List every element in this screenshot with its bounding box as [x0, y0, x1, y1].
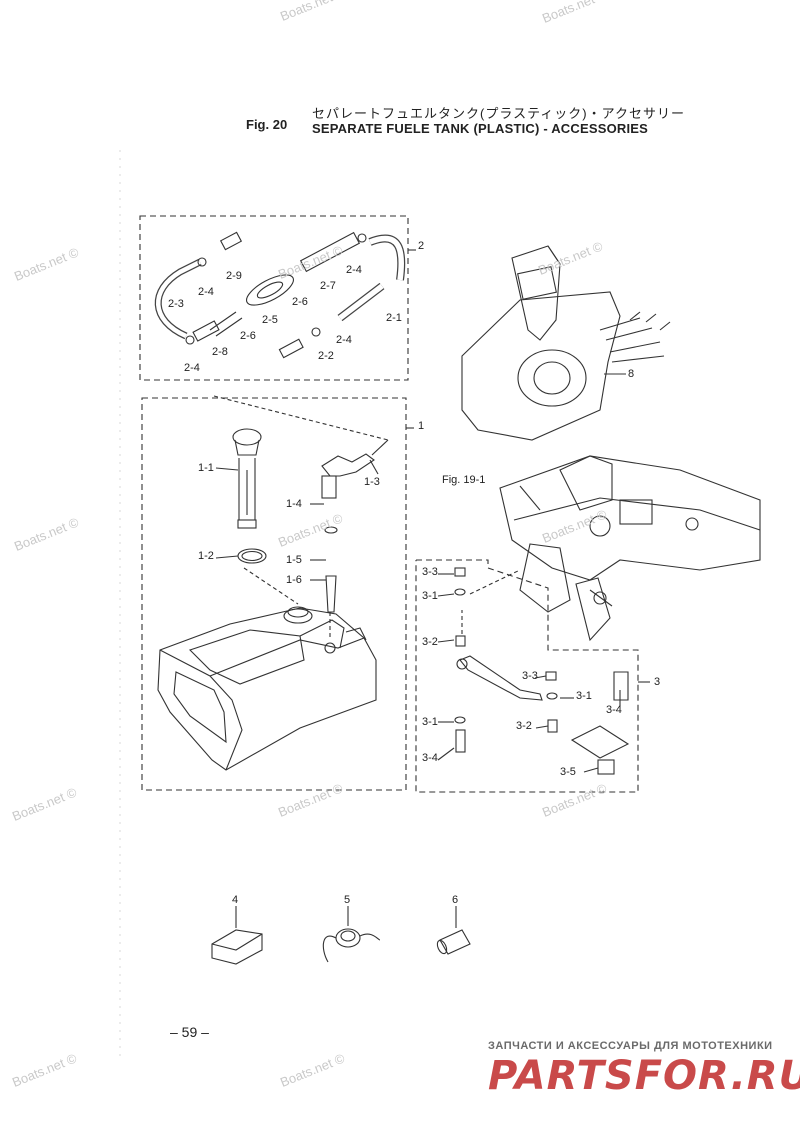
accessory-spring-clip	[322, 928, 381, 963]
callout-1-5: 1-5	[286, 554, 302, 566]
callout-3-4-b: 3-4	[422, 752, 438, 764]
fuel-line-group-box	[139, 215, 409, 381]
callout-6: 6	[452, 894, 459, 906]
callout-2-5: 2-5	[262, 314, 278, 326]
callout-8: 8	[628, 368, 635, 380]
fuel-hose-assembly	[154, 231, 406, 359]
callout-2-4-c: 2-4	[336, 334, 352, 346]
fuel-tank-body	[157, 606, 377, 771]
callout-3: 3	[654, 676, 661, 688]
callout-1: 1	[418, 420, 425, 432]
ad-tagline: ЗАПЧАСТИ И АКСЕССУАРЫ ДЛЯ МОТОТЕХНИКИ	[488, 1040, 773, 1052]
callout-3-5: 3-5	[560, 766, 576, 778]
callout-3-1-a: 3-1	[422, 590, 438, 602]
callout-1-2: 1-2	[198, 550, 214, 562]
callout-1-6: 1-6	[286, 574, 302, 586]
callout-1-3: 1-3	[364, 476, 380, 488]
accessory-plug	[436, 929, 471, 955]
callout-fig-19-1: Fig. 19-1	[442, 474, 486, 486]
tank-fitting	[321, 453, 375, 613]
callout-2-4-a: 2-4	[198, 286, 214, 298]
callout-2-6-a: 2-6	[292, 296, 308, 308]
callout-4: 4	[232, 894, 239, 906]
fuel-gauge	[232, 428, 267, 564]
fuel-tank-group-box	[141, 397, 407, 791]
callout-3-1-c: 3-1	[422, 716, 438, 728]
callout-3-2-a: 3-2	[422, 636, 438, 648]
accessory-bag	[211, 929, 263, 965]
callout-2-1: 2-1	[386, 312, 402, 324]
title-japanese: セパレートフュエルタンク(プラスティック)・アクセサリー	[312, 106, 685, 121]
figure-number: Fig. 20	[246, 117, 288, 132]
callout-2-7: 2-7	[320, 280, 336, 292]
callout-2-4-b: 2-4	[346, 264, 362, 276]
callout-3-2-b: 3-2	[516, 720, 532, 732]
callout-2-8: 2-8	[212, 346, 228, 358]
callout-2-2: 2-2	[318, 350, 334, 362]
callout-2-6-b: 2-6	[240, 330, 256, 342]
callout-2-3: 2-3	[168, 298, 184, 310]
callout-2: 2	[418, 240, 425, 252]
callout-5: 5	[344, 894, 351, 906]
callout-2-4-d: 2-4	[184, 362, 200, 374]
callout-1-1: 1-1	[198, 462, 214, 474]
callout-3-3-b: 3-3	[522, 670, 538, 682]
remote-control-box	[461, 245, 671, 441]
callout-3-1-b: 3-1	[576, 690, 592, 702]
page-number: – 59 –	[170, 1024, 209, 1040]
outboard-bracket	[499, 455, 761, 642]
ad-logo[interactable]: PARTSFOR.RU	[488, 1053, 800, 1099]
callout-1-4: 1-4	[286, 498, 302, 510]
title-english: SEPARATE FUELE TANK (PLASTIC) - ACCESSOR…	[312, 121, 649, 136]
callout-3-4-a: 3-4	[606, 704, 622, 716]
callout-2-9: 2-9	[226, 270, 242, 282]
callout-3-3-a: 3-3	[422, 566, 438, 578]
bracket-group-box	[415, 559, 639, 793]
